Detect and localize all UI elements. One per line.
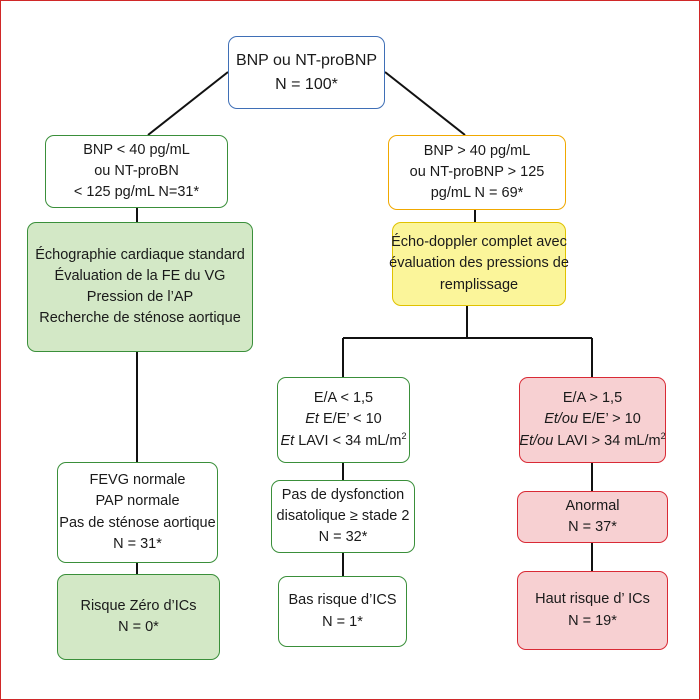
- abnormal-risk-line2: N = 19*: [568, 612, 617, 629]
- normal-result-line1: Pas de dysfonction: [281, 486, 405, 503]
- left-result-line4: N = 31*: [113, 535, 162, 552]
- abnormal-risk-box: Haut risque d’ ICs N = 19*: [517, 571, 668, 650]
- connector-top-left: [147, 71, 229, 136]
- right-threshold-line3: pg/mL N = 69*: [430, 185, 524, 201]
- right-exam-box: Écho-doppler complet avec évaluation des…: [389, 222, 569, 306]
- right-threshold-box: BNP > 40 pg/mL ou NT-proBNP > 125 pg/mL …: [388, 135, 566, 210]
- left-exam-line4: Recherche de sténose aortique: [39, 310, 241, 327]
- abnormal-criteria-line2: Et/ou E/E’ > 10: [544, 411, 641, 428]
- left-threshold-box: BNP < 40 pg/mL ou NT-proBN < 125 pg/mL N…: [45, 135, 228, 208]
- connector-top-right: [384, 71, 466, 136]
- abnormal-result-line1: Anormal: [565, 497, 620, 514]
- normal-criteria-line2: Et E/E’ < 10: [305, 411, 382, 428]
- normal-result-line2: disatolique ≥ stade 2: [276, 507, 410, 524]
- left-exam-line3: Pression de l’AP: [86, 289, 194, 305]
- left-threshold-line3: < 125 pg/mL N=31*: [73, 184, 200, 200]
- normal-risk-line2: N = 1*: [322, 613, 363, 630]
- normal-risk-box: Bas risque d’ICS N = 1*: [278, 576, 407, 647]
- bnp-root-box: BNP ou NT-proBNP N = 100*: [228, 36, 385, 109]
- normal-result-box: Pas de dysfonction disatolique ≥ stade 2…: [271, 480, 415, 553]
- left-risk-line2: N = 0*: [118, 619, 159, 635]
- normal-criteria-line1: E/A < 1,5: [313, 390, 374, 407]
- root-line2: N = 100*: [275, 75, 338, 93]
- root-line1: BNP ou NT-proBNP: [235, 52, 378, 70]
- right-threshold-line2: ou NT-proBNP > 125: [409, 163, 545, 180]
- abnormal-risk-line1: Haut risque d’ ICs: [535, 591, 650, 608]
- left-exam-line1: Échographie cardiaque standard: [35, 246, 245, 263]
- left-exam-box: Échographie cardiaque standard Évaluatio…: [27, 222, 253, 352]
- left-exam-line2: Évaluation de la FE du VG: [54, 267, 226, 284]
- left-result-line1: FEVG normale: [89, 472, 186, 489]
- left-result-box: FEVG normale PAP normale Pas de sténose …: [57, 462, 218, 563]
- left-risk-box: Risque Zéro d’ICs N = 0*: [57, 574, 220, 660]
- left-threshold-line2: ou NT-proBN: [94, 162, 179, 179]
- left-result-line3: Pas de sténose aortique: [59, 514, 216, 531]
- right-threshold-line1: BNP > 40 pg/mL: [423, 142, 531, 159]
- normal-risk-line1: Bas risque d’ICS: [288, 592, 397, 609]
- right-exam-line1: Écho-doppler complet avec: [391, 234, 567, 251]
- abnormal-result-box: Anormal N = 37*: [517, 491, 668, 543]
- normal-result-line3: N = 32*: [318, 529, 368, 545]
- abnormal-criteria-line3: Et/ou LAVI > 34 mL/m2: [519, 430, 666, 449]
- abnormal-criteria-line1: E/A > 1,5: [562, 390, 623, 407]
- left-threshold-line1: BNP < 40 pg/mL: [83, 141, 190, 158]
- left-result-line2: PAP normale: [95, 493, 180, 510]
- normal-criteria-box: E/A < 1,5 Et E/E’ < 10 Et LAVI < 34 mL/m…: [277, 377, 410, 463]
- normal-criteria-line3: Et LAVI < 34 mL/m2: [280, 430, 407, 449]
- right-exam-line3: remplissage: [439, 276, 519, 293]
- left-risk-line1: Risque Zéro d’ICs: [80, 597, 197, 614]
- abnormal-criteria-box: E/A > 1,5 Et/ou E/E’ > 10 Et/ou LAVI > 3…: [519, 377, 666, 463]
- right-exam-line2: évaluation des pressions de: [389, 255, 569, 272]
- abnormal-result-line2: N = 37*: [568, 519, 617, 535]
